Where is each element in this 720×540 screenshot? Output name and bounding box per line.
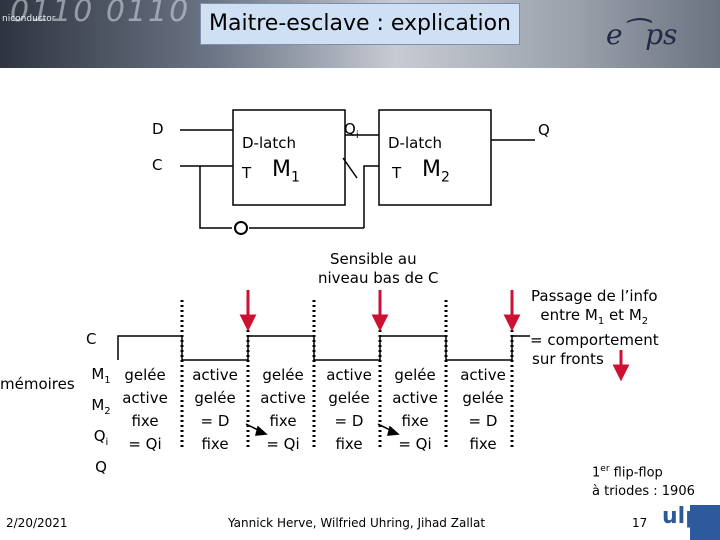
- latch1-name: D-latch: [242, 134, 296, 152]
- footer-date: 2/20/2021: [6, 516, 68, 530]
- input-d-label: D: [152, 120, 164, 138]
- qi-label: Qi: [344, 120, 359, 141]
- slide-title: Maitre-esclave : explication: [200, 3, 520, 45]
- latch2-box: [378, 109, 492, 206]
- timing-c-label: C: [86, 330, 97, 348]
- footer-authors: Yannick Herve, Wilfried Uhring, Jihad Za…: [228, 516, 486, 530]
- timing-row-labels: M1 M2 Qi Q: [91, 365, 111, 476]
- q-output-label: Q: [538, 121, 550, 139]
- c-wire: [180, 165, 232, 229]
- latch2-t: T: [392, 164, 402, 182]
- slide-title-text: Maitre-esclave : explication: [209, 11, 511, 36]
- latch1-box: [232, 109, 346, 206]
- latch1-t: T: [242, 164, 252, 182]
- eirps-logo: e⁀ps: [606, 18, 678, 51]
- ulp-logo-graphic: [690, 505, 720, 540]
- latch2-m: M2: [422, 157, 450, 186]
- banner-tag: niconductor: [2, 14, 56, 24]
- clock-waveform: [117, 335, 530, 361]
- input-c-label: C: [152, 156, 163, 174]
- banner-digits: 0110 0110: [10, 0, 191, 29]
- memoires-label: mémoires: [0, 375, 75, 393]
- latch1-m: M1: [272, 157, 300, 186]
- passage-note: Passage de l’info entre M1 et M2 = compo…: [530, 287, 659, 368]
- ulp-logo: ulp: [662, 504, 701, 529]
- sensible-note: Sensible au niveau bas de C: [318, 250, 439, 287]
- flipflop-note: 1er flip-flop à triodes : 1906: [592, 464, 695, 500]
- qi-tick: [342, 157, 358, 179]
- latch2-name: D-latch: [388, 134, 442, 152]
- footer-page-number: 17: [632, 516, 648, 530]
- c-wire-to-latch2: [363, 165, 379, 228]
- inverter-bubble: [234, 221, 248, 235]
